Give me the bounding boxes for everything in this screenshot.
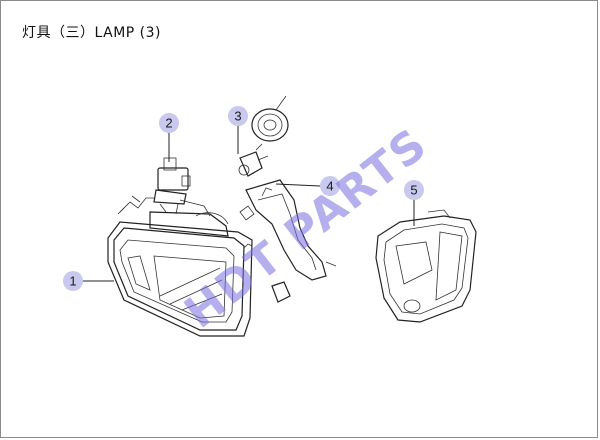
- callout-1: 1: [63, 271, 83, 291]
- headlamp-assembly: [107, 199, 253, 337]
- svg-text:4: 4: [326, 179, 333, 194]
- corner-lamp: [375, 209, 477, 323]
- svg-text:5: 5: [410, 183, 417, 198]
- headlamp-bracket: [239, 179, 337, 303]
- callout-5: 5: [404, 180, 424, 200]
- callout-4: 4: [320, 176, 340, 196]
- callout-3: 3: [228, 106, 248, 126]
- page-title: 灯具（三）LAMP (3): [22, 25, 162, 41]
- svg-text:1: 1: [69, 274, 76, 289]
- callout-2: 2: [159, 113, 179, 133]
- leader-lines: [82, 126, 415, 282]
- bulb-and-seal: [238, 95, 289, 177]
- svg-text:2: 2: [165, 116, 172, 131]
- bulb-socket-clip: [117, 157, 191, 215]
- svg-text:3: 3: [234, 109, 241, 124]
